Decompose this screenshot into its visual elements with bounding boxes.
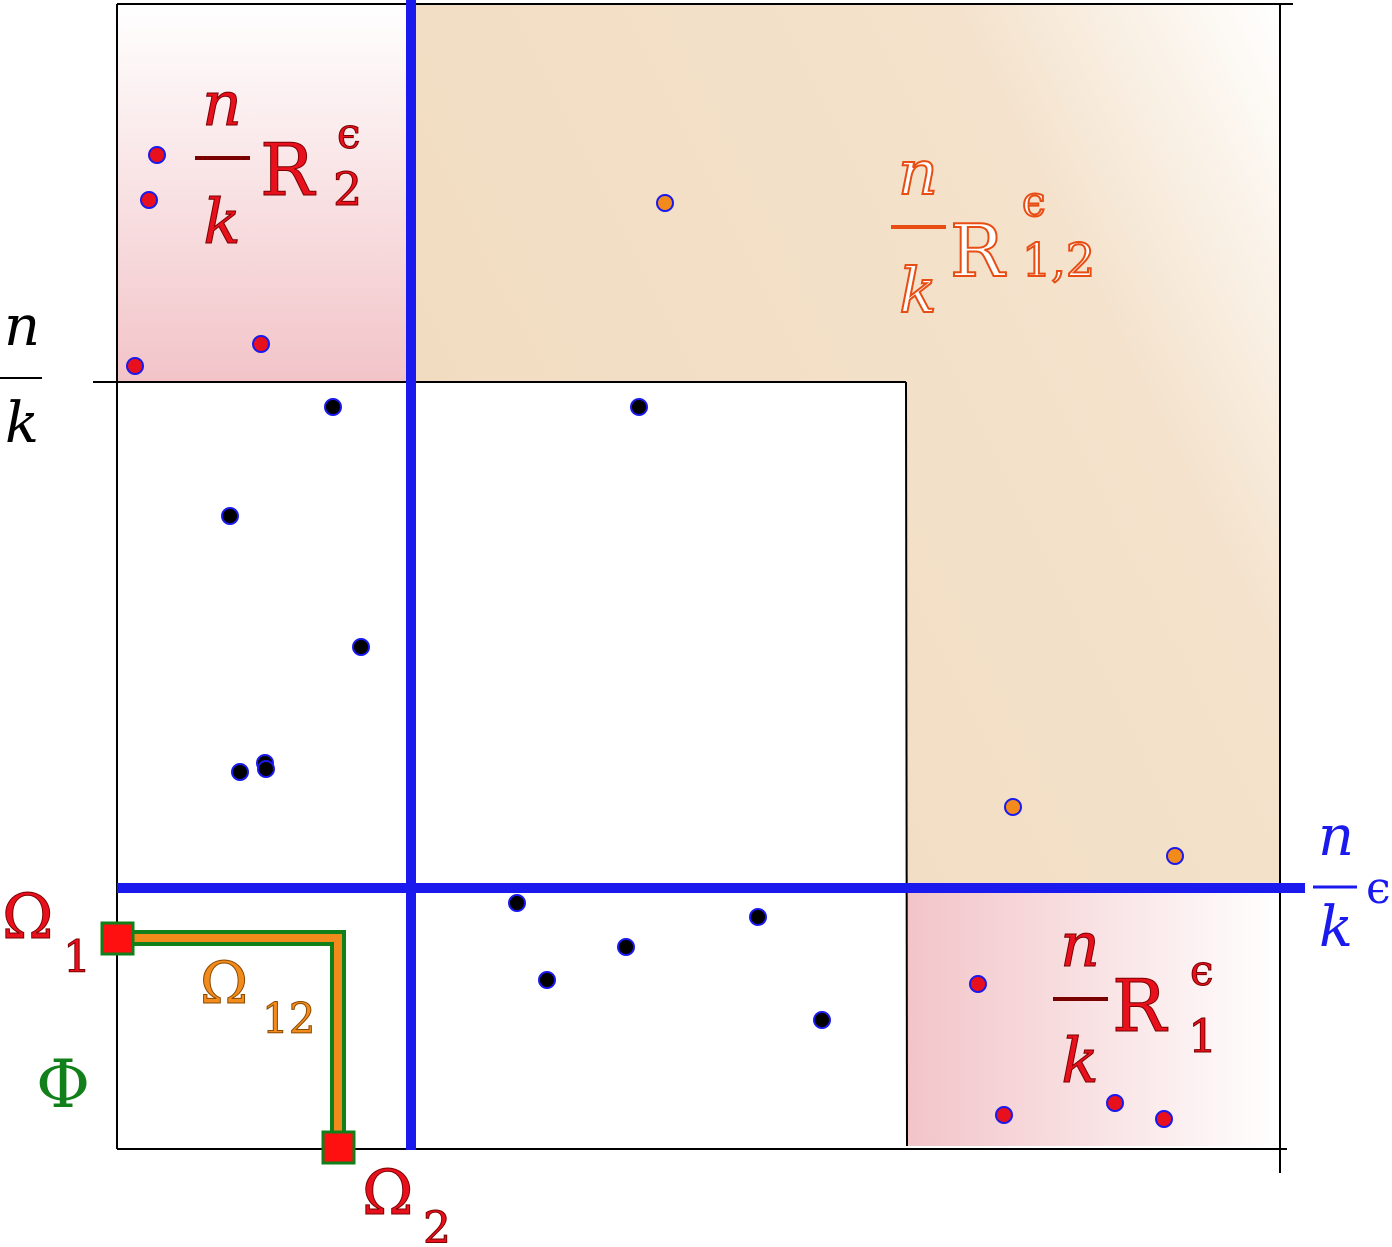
label-r12-sub: 1,2 bbox=[1022, 233, 1095, 287]
region-r2 bbox=[118, 4, 411, 382]
points-r1 bbox=[969, 975, 1173, 1128]
point-inner bbox=[257, 760, 275, 778]
point-r1 bbox=[995, 1106, 1013, 1124]
point-inner bbox=[221, 507, 239, 525]
point-r12 bbox=[1166, 847, 1184, 865]
label-r12-R: R bbox=[950, 209, 1006, 293]
point-inner bbox=[508, 894, 526, 912]
region-r12 bbox=[411, 4, 1280, 888]
label-r12: n k R ϵ 1,2 bbox=[891, 135, 1096, 328]
omega12-label: Ω 12 bbox=[200, 949, 316, 1044]
point-r12 bbox=[656, 194, 674, 212]
label-r1-n: n bbox=[1060, 908, 1100, 981]
point-inner bbox=[813, 1011, 831, 1029]
point-r2 bbox=[252, 335, 270, 353]
omega12-path bbox=[120, 934, 342, 1148]
point-inner bbox=[324, 398, 342, 416]
label-r1-sub: 1 bbox=[1188, 1009, 1217, 1063]
points-r12 bbox=[656, 194, 1184, 865]
omega1-symbol: Ω bbox=[2, 880, 53, 953]
points-inner bbox=[221, 398, 831, 1029]
omega12-symbol: Ω bbox=[200, 949, 248, 1017]
label-r12-k: k bbox=[899, 254, 937, 327]
label-r2: n k R ϵ 2 bbox=[195, 67, 363, 259]
frame bbox=[93, 3, 1293, 1173]
omega1-sub: 1 bbox=[63, 932, 91, 983]
label-r1-k: k bbox=[1061, 1024, 1099, 1097]
omega12-sub: 12 bbox=[262, 994, 315, 1043]
label-r2-eps: ϵ bbox=[337, 109, 361, 158]
point-inner bbox=[538, 971, 556, 989]
point-r2 bbox=[126, 357, 144, 375]
point-r1 bbox=[1155, 1110, 1173, 1128]
point-inner bbox=[617, 938, 635, 956]
axis-label-left: n k bbox=[0, 294, 42, 456]
omega2-symbol: Ω bbox=[362, 1156, 413, 1229]
point-inner bbox=[352, 638, 370, 656]
region-r1 bbox=[906, 888, 1280, 1146]
axis-left-n: n bbox=[4, 294, 40, 359]
omega2-label: Ω 2 bbox=[362, 1156, 452, 1247]
label-r1-R: R bbox=[1112, 964, 1168, 1048]
axis-right-eps: ϵ bbox=[1366, 863, 1391, 914]
points-r2 bbox=[126, 146, 270, 375]
phi-label: Φ bbox=[36, 1046, 90, 1123]
label-r2-sub: 2 bbox=[333, 162, 362, 216]
omega1-marker bbox=[100, 921, 135, 956]
point-r1 bbox=[969, 975, 987, 993]
point-r2 bbox=[148, 146, 166, 164]
label-r12-eps: ϵ bbox=[1022, 177, 1046, 226]
point-r12 bbox=[1004, 798, 1022, 816]
axis-right-n: n bbox=[1318, 804, 1354, 869]
point-r2 bbox=[140, 191, 158, 209]
point-inner bbox=[630, 398, 648, 416]
label-r2-k: k bbox=[203, 185, 241, 258]
axis-right-k: k bbox=[1319, 895, 1353, 960]
point-r1 bbox=[1106, 1094, 1124, 1112]
label-r2-n: n bbox=[202, 67, 242, 140]
label-r1-eps: ϵ bbox=[1190, 946, 1214, 995]
point-inner bbox=[231, 763, 249, 781]
label-r12-n: n bbox=[898, 136, 938, 209]
label-r2-R: R bbox=[260, 128, 316, 212]
omega2-marker bbox=[321, 1130, 356, 1165]
label-r1: n k R ϵ 1 bbox=[1053, 908, 1218, 1098]
omega1-label: Ω 1 bbox=[2, 880, 92, 984]
omega2-sub: 2 bbox=[423, 1203, 451, 1247]
axis-left-k: k bbox=[5, 391, 39, 456]
point-inner bbox=[749, 908, 767, 926]
axis-label-right: n k ϵ bbox=[1313, 804, 1391, 960]
